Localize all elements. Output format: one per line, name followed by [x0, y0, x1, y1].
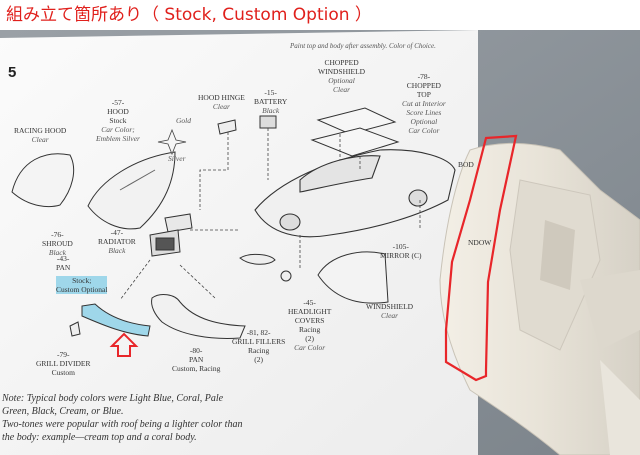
label-pan-racing: -80- PAN Custom, Racing — [172, 346, 221, 373]
shroud-drawing — [164, 213, 193, 233]
photo: 5 Paint top and body after assembly. Col… — [0, 30, 640, 455]
stock-pan-drawing — [81, 303, 151, 337]
label-windshield: WINDSHIELD Clear — [366, 302, 414, 320]
label-silver: Silver — [168, 154, 186, 163]
battery-drawing — [259, 115, 277, 129]
label-battery: -15- BATTERY Black — [254, 88, 288, 115]
step-number: 5 — [8, 64, 17, 81]
label-pan-small: -43- PAN — [56, 254, 71, 272]
headlight-cover-drawing — [280, 270, 292, 282]
label-chopped-windshield: CHOPPED WINDSHIELD Optional Clear — [318, 58, 366, 94]
hood-drawing — [87, 151, 176, 230]
grill-divider-drawing — [69, 321, 81, 337]
photo-scene — [0, 30, 640, 455]
radiator-drawing — [149, 229, 181, 257]
label-radiator: -47- RADIATOR Black — [98, 228, 136, 255]
label-hood: -57- HOOD Stock Car Color; Emblem Silver — [96, 98, 140, 143]
label-mirror: -105- MIRROR (C) — [380, 242, 422, 260]
racing-hood-drawing — [11, 153, 75, 207]
assembly-lines — [119, 128, 421, 301]
label-chopped-top: -78- CHOPPED TOP Cut at Interior Score L… — [402, 72, 446, 135]
mirror-drawing — [239, 253, 276, 265]
hood-hinge-drawing — [217, 119, 237, 135]
label-racing-hood: RACING HOOD Clear — [14, 126, 67, 144]
color-note: Note: Typical body colors were Light Blu… — [2, 393, 243, 443]
chopped-top-drawing — [310, 127, 400, 157]
label-hood-hinge: HOOD HINGE Clear — [198, 93, 245, 111]
car-body-drawing — [254, 149, 456, 238]
label-gold: Gold — [176, 116, 191, 125]
label-shroud: -76- SHROUD Black — [42, 230, 73, 257]
label-grill-fillers: -81, 82- GRILL FILLERS Racing (2) — [232, 328, 286, 364]
pan-racing-drawing — [151, 294, 246, 339]
plastic-parts — [439, 142, 640, 455]
windshield-drawing — [317, 251, 389, 304]
emblem-star — [157, 128, 187, 156]
top-note: Paint top and body after assembly. Color… — [290, 42, 436, 50]
chopped-windshield-drawing — [316, 107, 397, 135]
red-arrow — [109, 332, 139, 357]
label-stock-custom: Stock; Custom Optional — [56, 276, 108, 294]
label-cut-window: NDOW — [468, 238, 492, 247]
label-grill-divider: -79- GRILL DIVIDER Custom — [36, 350, 91, 377]
label-headlight-covers: -45- HEADLIGHT COVERS Racing (2) Car Col… — [288, 298, 332, 352]
highlight-outline — [444, 134, 518, 382]
label-cut-body: BOD — [458, 160, 474, 169]
photo-caption: 組み立て箇所あり（ Stock, Custom Option ） — [0, 0, 640, 30]
